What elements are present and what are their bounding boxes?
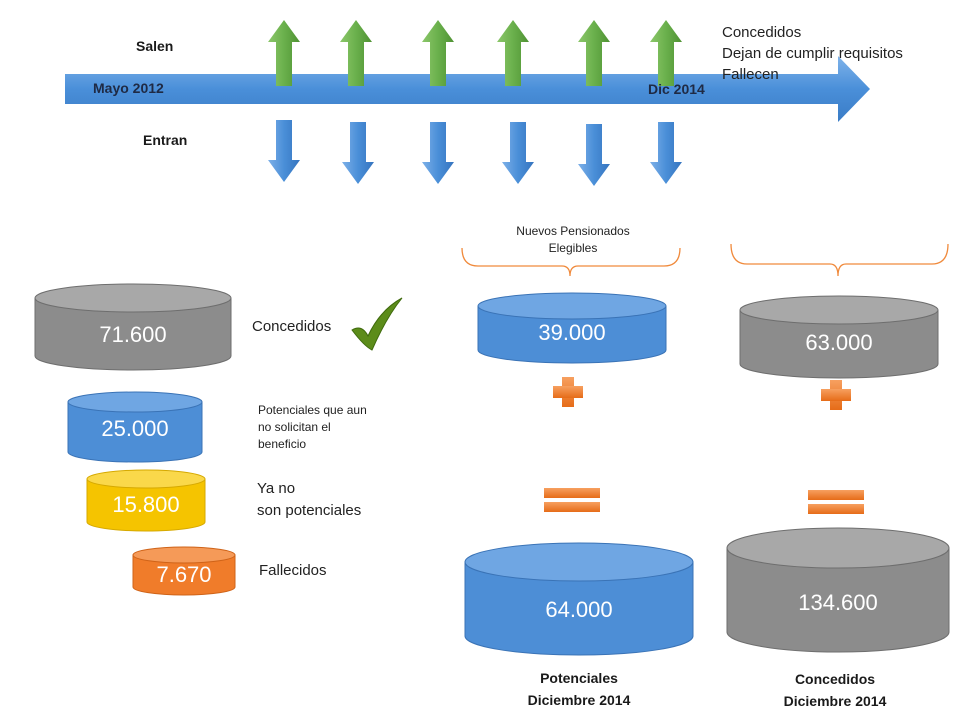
fallecidos-label: Fallecidos xyxy=(259,562,327,579)
middle-caption-line-2: Diciembre 2014 xyxy=(527,692,631,708)
equals-icon-middle xyxy=(544,488,600,512)
timeline-legend: Concedidos Dejan de cumplir requisitos F… xyxy=(722,22,903,85)
down-arrow-2 xyxy=(342,122,374,184)
up-arrows xyxy=(268,20,682,86)
right-caption-line-2: Diciembre 2014 xyxy=(783,693,887,709)
ya-no-label-line-1: Ya no xyxy=(257,480,296,497)
legend-item-fallecen: Fallecen xyxy=(722,66,779,83)
down-arrow-6 xyxy=(650,122,682,184)
plus-icon-middle xyxy=(553,377,583,407)
middle-caption: Potenciales Diciembre 2014 xyxy=(479,667,679,711)
up-arrow-6 xyxy=(650,20,682,86)
ya-no-label-line-2: son potenciales xyxy=(257,502,362,519)
potenciales-label: Potenciales que aun no solicitan el bene… xyxy=(258,402,367,453)
value-fallecidos: 7.670 xyxy=(156,562,212,587)
cylinder-middle-bottom xyxy=(464,542,694,656)
up-arrow-3 xyxy=(422,20,454,86)
value-right-top: 63.000 xyxy=(805,330,873,355)
potenciales-label-line-3: beneficio xyxy=(258,437,307,451)
concedidos-label: Concedidos xyxy=(252,318,332,335)
legend-item-dejan: Dejan de cumplir requisitos xyxy=(722,45,903,62)
cylinder-concedidos xyxy=(34,283,232,371)
up-arrow-2 xyxy=(340,20,372,86)
ya-no-label: Ya no son potenciales xyxy=(257,478,361,522)
cylinder-fallecidos xyxy=(132,546,236,596)
value-right-bottom: 134.600 xyxy=(798,590,878,615)
right-caption: Concedidos Diciembre 2014 xyxy=(735,668,935,712)
right-caption-line-1: Concedidos xyxy=(794,671,876,687)
cylinder-right-bottom xyxy=(726,527,950,653)
middle-brace xyxy=(461,247,681,277)
potenciales-label-line-2: no solicitan el xyxy=(258,420,331,434)
timeline-arrow xyxy=(65,56,870,122)
entran-label: Entran xyxy=(143,132,188,148)
potenciales-label-line-1: Potenciales que aun xyxy=(258,403,367,417)
timeline-start-label: Mayo 2012 xyxy=(93,80,164,96)
value-middle-top: 39.000 xyxy=(538,320,606,345)
value-potenciales: 25.000 xyxy=(101,416,169,441)
legend-item-concedidos: Concedidos xyxy=(722,24,802,41)
plus-icon-right xyxy=(821,380,851,410)
down-arrow-5 xyxy=(578,124,610,186)
salen-label: Salen xyxy=(136,38,174,54)
down-arrow-3 xyxy=(422,122,454,184)
cylinder-right-top xyxy=(739,295,939,379)
cylinder-middle-top xyxy=(477,292,667,364)
value-middle-bottom: 64.000 xyxy=(545,597,613,622)
middle-caption-line-1: Potenciales xyxy=(540,670,618,686)
brace-label-line-2: Elegibles xyxy=(548,241,598,255)
cylinder-ya-no xyxy=(86,469,206,532)
equals-icon-right xyxy=(808,490,864,514)
value-concedidos: 71.600 xyxy=(99,322,167,347)
down-arrows xyxy=(268,120,682,186)
up-arrow-5 xyxy=(578,20,610,86)
up-arrow-4 xyxy=(497,20,529,86)
brace-label-line-1: Nuevos Pensionados xyxy=(516,224,630,238)
right-brace xyxy=(730,243,949,277)
cylinder-potenciales xyxy=(67,391,203,463)
down-arrow-4 xyxy=(502,122,534,184)
down-arrow-1 xyxy=(268,120,300,182)
up-arrow-1 xyxy=(268,20,300,86)
value-ya-no: 15.800 xyxy=(112,492,180,517)
brace-label: Nuevos Pensionados Elegibles xyxy=(490,223,656,257)
timeline-end-label: Dic 2014 xyxy=(648,81,705,97)
check-icon xyxy=(351,297,403,351)
